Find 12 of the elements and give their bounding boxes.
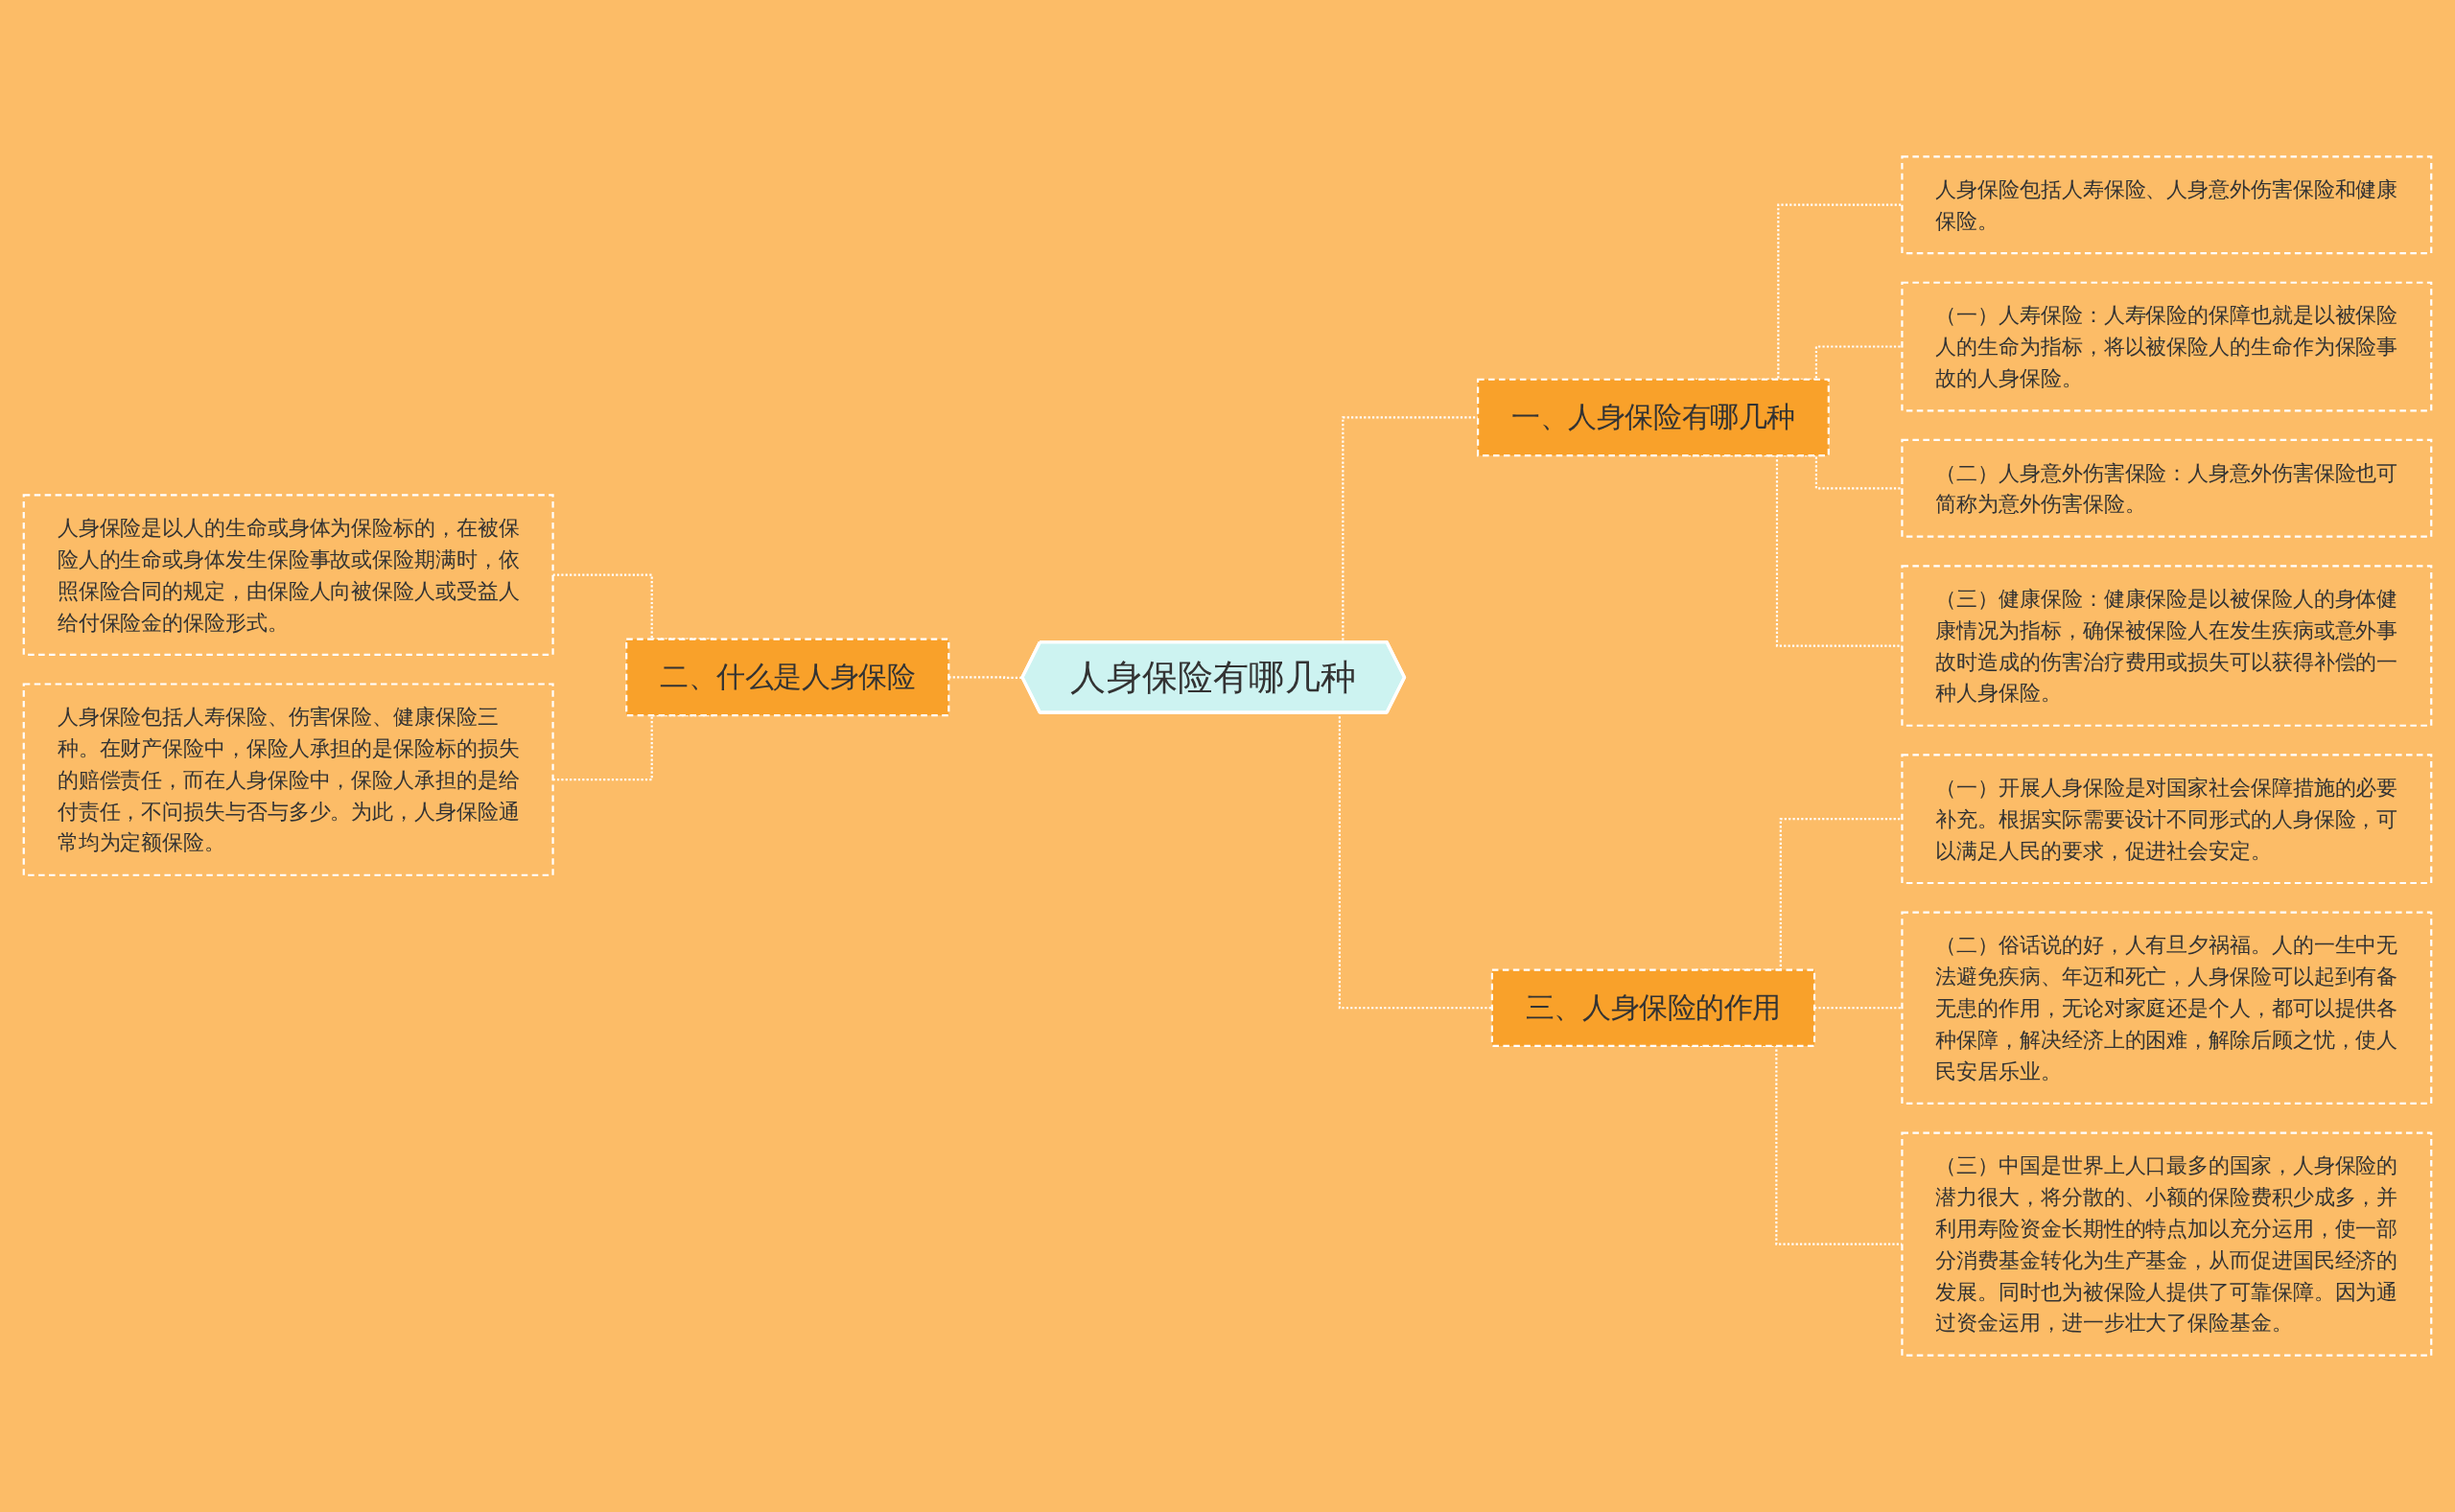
node-box: （一）人寿保险：人寿保险的保障也就是以被保险人的生命为指标，将以被保险人的生命作为保险事故的人身保险。 [1901,281,2433,412]
node-box: 人身保险包括人寿保险、伤害保险、健康保险三种。在财产保险中，保险人承担的是保险标的损失的赔偿责任，而在人身保险中，保险人承担的是给付责任，不问损失与否与多少。为此，人身保险通常均为定额保险。 [22,683,554,876]
node-box: 人身保险是以人的生命或身体为保险标的，在被保险人的生命或身体发生保险事故或保险期满时，依照保险合同的规定，由保险人向被保险人或受益人给付保险金的保险形式。 [22,494,554,656]
node-box: 三、人身保险的作用 [1490,968,1816,1048]
node-box: 一、人身保险有哪几种 [1477,378,1830,457]
node-box: （三）健康保险：健康保险是以被保险人的身体健康情况为指标，确保被保险人在发生疾病或意外事故时造成的伤害治疗费用或损失可以获得补偿的一种人身保险。 [1901,565,2433,727]
node-box: （二）俗话说的好，人有旦夕祸福。人的一生中无法避免疾病、年迈和死亡，人身保险可以起到有备无患的作用，无论对家庭还是个人，都可以提供各种保障，解决经济上的困难，解除后顾之忧，使人民安居乐业。 [1901,911,2433,1105]
node-box: 人身保险包括人寿保险、人身意外伤害保险和健康保险。 [1901,155,2433,255]
node-box: （一）开展人身保险是对国家社会保障措施的必要补充。根据实际需要设计不同形式的人身保险，可以满足人民的要求，促进社会安定。 [1901,754,2433,885]
node-box: （二）人身意外伤害保险：人身意外伤害保险也可简称为意外伤害保险。 [1901,438,2433,538]
node-box: 二、什么是人身保险 [625,638,950,717]
node-box: （三）中国是世界上人口最多的国家，人身保险的潜力很大，将分散的、小额的保险费积少成多，并利用寿险资金长期性的特点加以充分运用，使一部分消费基金转化为生产基金，从而促进国民经济的发展。同时也为被保险人提供了可靠保障。因为通过资金运用，进一步壮大了保险基金。 [1901,1131,2433,1357]
